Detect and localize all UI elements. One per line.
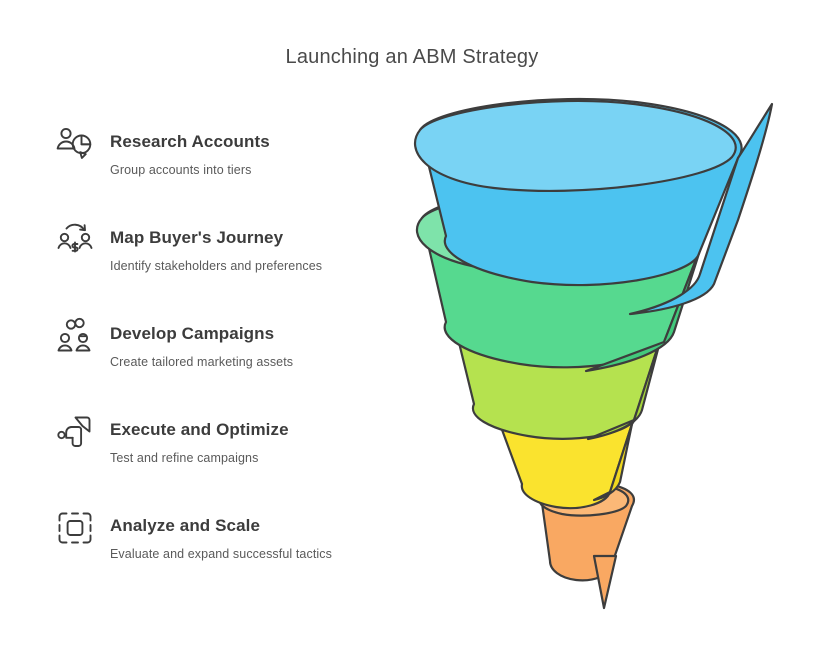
step-item-research-accounts[interactable]: Research Accounts Group accounts into ti… xyxy=(52,118,402,214)
two-people-network-icon xyxy=(52,314,98,358)
person-pie-chart-icon xyxy=(52,122,98,166)
step-description: Create tailored marketing assets xyxy=(110,355,294,370)
step-description: Group accounts into tiers xyxy=(110,163,252,178)
scan-frame-icon xyxy=(52,506,98,550)
cursor-flow-icon xyxy=(52,410,98,454)
step-item-execute-and-optimize[interactable]: Execute and Optimize Test and refine cam… xyxy=(52,406,402,502)
step-description: Evaluate and expand successful tactics xyxy=(110,547,332,562)
spiral-funnel-graphic xyxy=(398,88,798,613)
step-item-develop-campaigns[interactable]: Develop Campaigns Create tailored market… xyxy=(52,310,402,406)
step-title: Map Buyer's Journey xyxy=(110,228,284,247)
step-title: Analyze and Scale xyxy=(110,516,261,535)
step-description: Identify stakeholders and preferences xyxy=(110,259,323,274)
step-description: Test and refine campaigns xyxy=(110,451,259,466)
page-title: Launching an ABM Strategy xyxy=(285,46,539,68)
step-title: Develop Campaigns xyxy=(110,324,275,343)
step-title: Execute and Optimize xyxy=(110,420,289,439)
step-title: Research Accounts xyxy=(110,132,270,151)
step-item-map-buyers-journey[interactable]: Map Buyer's Journey Identify stakeholder… xyxy=(52,214,402,310)
steps-list: Research Accounts Group accounts into ti… xyxy=(52,118,402,598)
step-item-analyze-and-scale[interactable]: Analyze and Scale Evaluate and expand su… xyxy=(52,502,402,598)
people-exchange-dollar-icon xyxy=(52,218,98,262)
funnel-band-research-accounts xyxy=(414,97,774,316)
